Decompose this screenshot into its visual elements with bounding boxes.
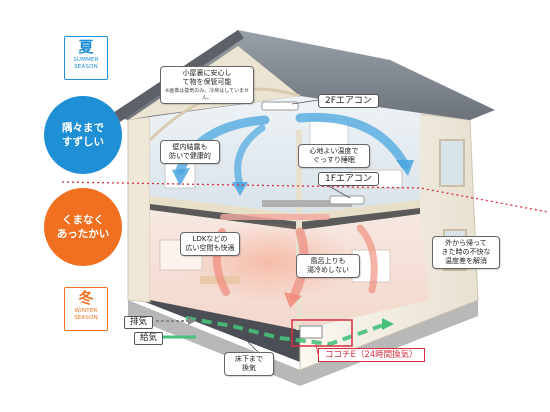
- ducts: [262, 200, 352, 207]
- ventilation-unit: [299, 325, 323, 339]
- system-box-outline: [291, 319, 353, 347]
- winter-season-label: 冬 WINTER SEASON: [64, 287, 108, 331]
- left-exterior-wall: [127, 109, 151, 303]
- tag-cocochi-e-system: ココチE（24時間換気）: [318, 348, 425, 362]
- cool-air-arrow-center: [234, 124, 266, 189]
- callout-wall-text: 壁内結露も 防いで健康的: [169, 143, 211, 160]
- warm-air-arrow-right: [356, 224, 378, 294]
- winter-badge: くまなく あったかい: [44, 188, 122, 266]
- callout-sleep-text: 心地よい温度で ぐっすり睡眠: [309, 147, 359, 164]
- callout-bath: 風呂上りも 湯冷めしない: [296, 254, 360, 278]
- callout-attic: 小屋裏に安心し て物を保管可能 ※画像は換気のみ。冷房はしていません。: [160, 66, 254, 104]
- callout-underfloor: 床下まで 換気: [224, 352, 274, 376]
- warm-duct: [220, 214, 330, 220]
- callout-entry-text: 外から帰って きた時の不快な 温度差を解消: [441, 239, 491, 265]
- summer-kanji: 夏: [78, 38, 94, 56]
- callout-entry: 外から帰って きた時の不快な 温度差を解消: [432, 236, 500, 269]
- callout-wall: 壁内結露も 防いで健康的: [160, 140, 220, 164]
- tag-2f-aircon: 2Fエアコン: [318, 94, 379, 108]
- callout-attic-text: 小屋裏に安心し て物を保管可能: [182, 69, 232, 86]
- legend-supply: 給気: [134, 332, 164, 345]
- callout-attic-note: ※画像は換気のみ。冷房はしていません。: [165, 88, 249, 101]
- tag-1f-aircon: 1Fエアコン: [318, 172, 379, 186]
- winter-caption: くまなく あったかい: [56, 214, 110, 240]
- foundation: [128, 300, 478, 386]
- legend-exhaust: 排気: [124, 316, 154, 329]
- cool-air-arrow-right: [295, 112, 410, 170]
- winter-english: WINTER SEASON: [74, 308, 98, 321]
- callout-underfloor-text: 床下まで 換気: [235, 355, 263, 372]
- upper-floor-slab: [150, 196, 420, 222]
- callout-bath-text: 風呂上りも 湯冷めしない: [307, 257, 349, 274]
- winter-kanji: 冬: [78, 289, 94, 307]
- callout-sleep: 心地よい温度で ぐっすり睡眠: [298, 144, 370, 168]
- summer-caption: 隅々まで すずしい: [62, 122, 104, 148]
- summer-badge: 隅々まで すずしい: [44, 96, 122, 174]
- right-window-upper: [439, 139, 465, 187]
- ac-1f-unit: [329, 195, 365, 205]
- underfloor-air-flow: [185, 316, 387, 347]
- summer-english: SUMMER SEASON: [73, 57, 99, 70]
- callout-ldk-text: LDKなどの 広い空間も快適: [185, 235, 235, 252]
- callout-ldk: LDKなどの 広い空間も快適: [180, 232, 240, 256]
- summer-season-label: 夏 SUMMER SEASON: [64, 36, 108, 80]
- ac-2f-unit: [261, 101, 299, 111]
- exhaust-arrow-icon: [188, 317, 196, 325]
